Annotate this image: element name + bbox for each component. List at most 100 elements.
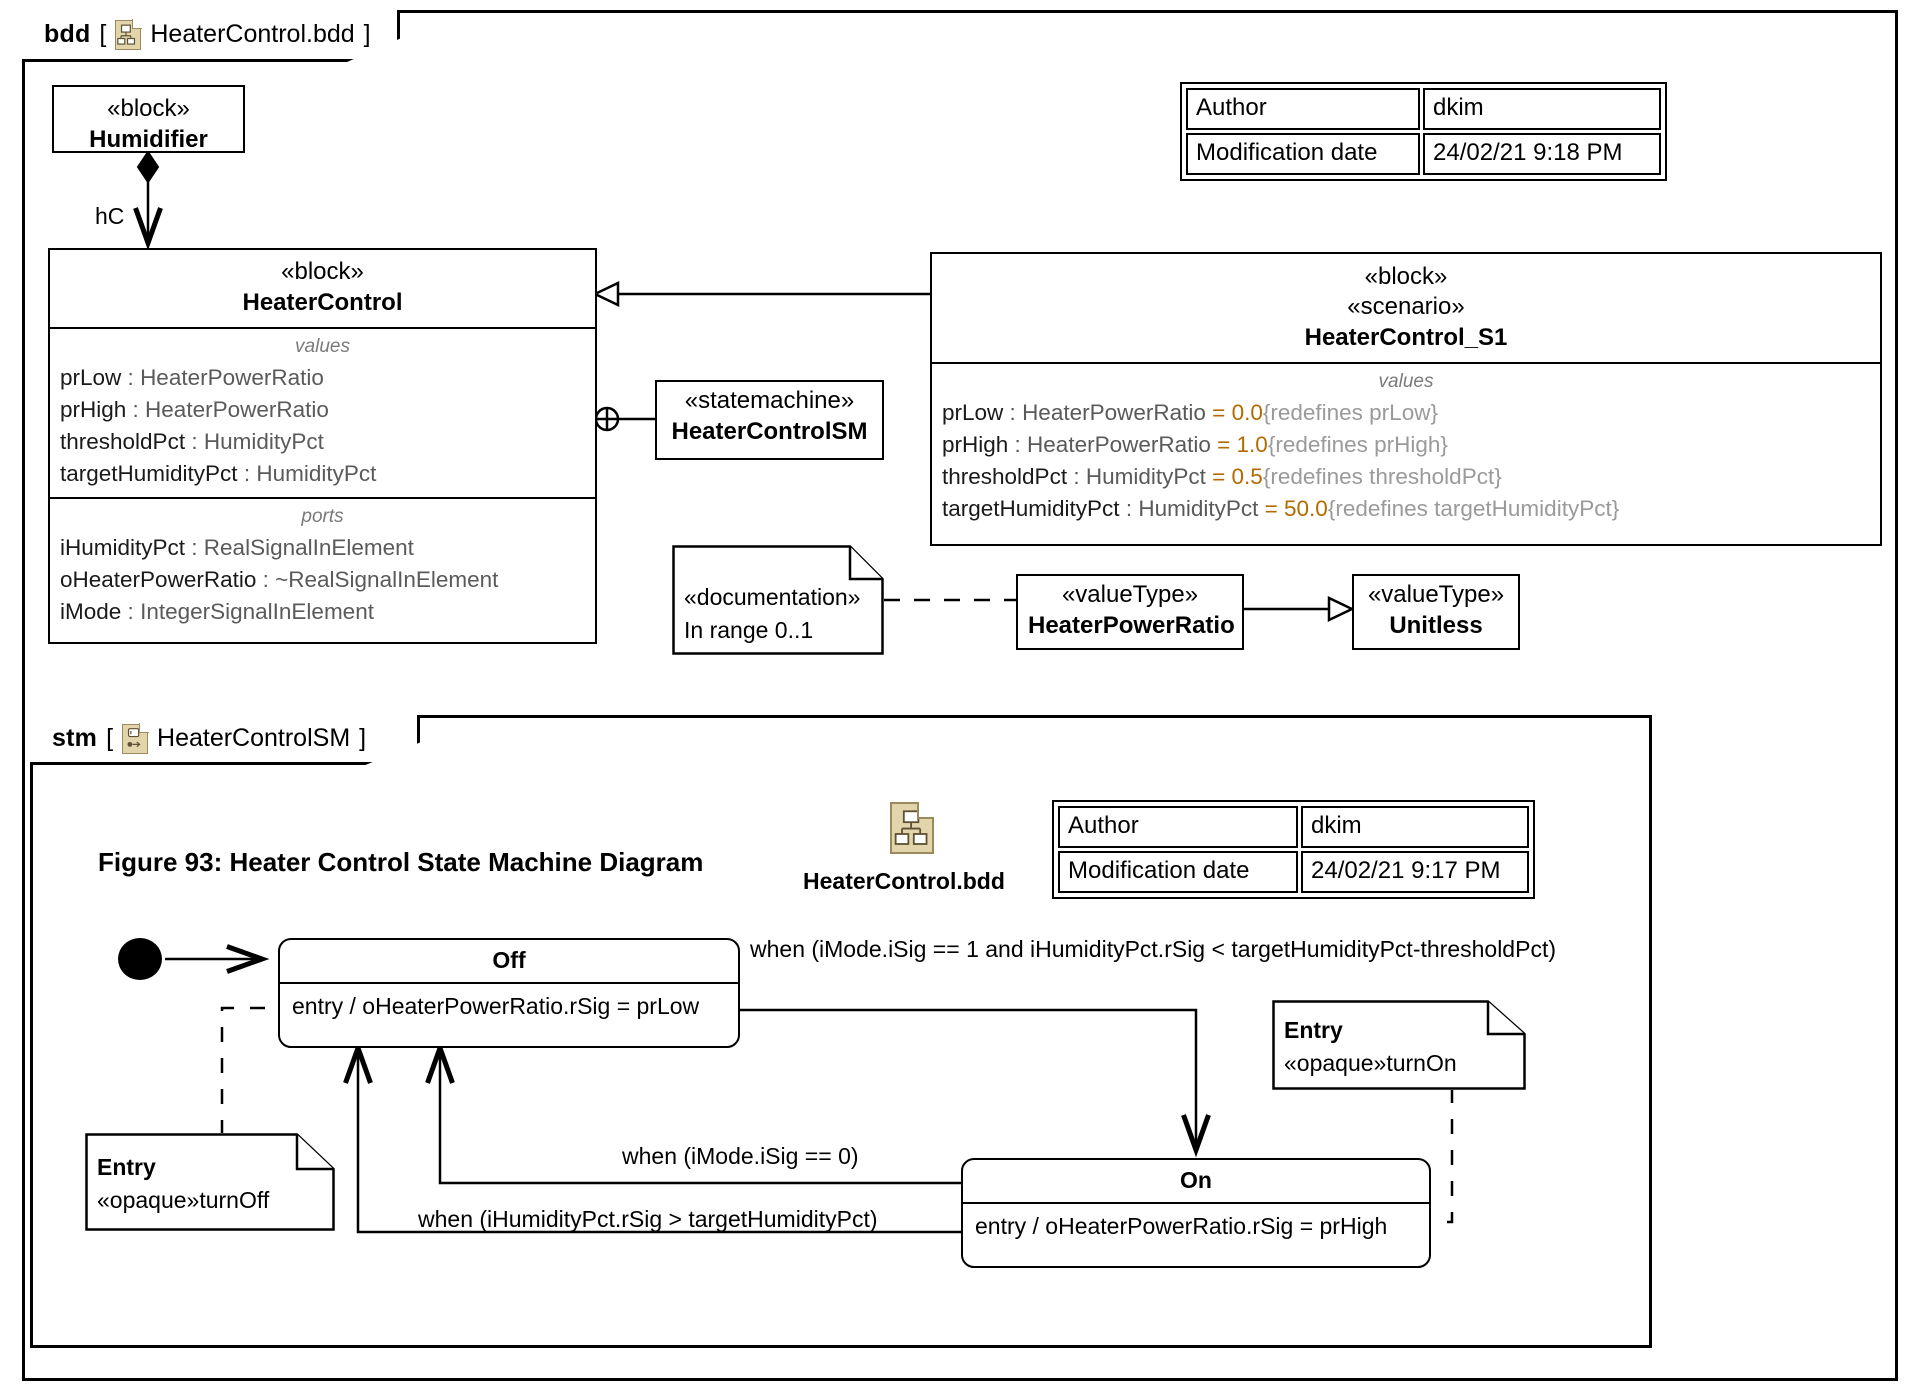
port-property[interactable]: oHeaterPowerRatio : ~RealSignalInElement bbox=[60, 564, 585, 596]
metadata-value: 24/02/21 9:17 PM bbox=[1301, 851, 1529, 893]
note-entry-turn-on[interactable]: Entry «opaque»turnOn bbox=[1272, 1000, 1526, 1090]
bdd-bracket-close: ] bbox=[363, 20, 371, 48]
initial-pseudostate[interactable] bbox=[118, 938, 162, 980]
block-header: «valueType» HeaterPowerRatio bbox=[1018, 576, 1242, 650]
note-content: In range 0..1 bbox=[684, 616, 814, 643]
block-name: HeaterControl_S1 bbox=[1304, 324, 1508, 351]
note-entry-turn-off[interactable]: Entry «opaque»turnOff bbox=[85, 1133, 335, 1231]
note-content: «opaque»turnOn bbox=[1284, 1049, 1457, 1076]
stm-frame-name: HeaterControlSM bbox=[157, 724, 351, 752]
note-title: Entry bbox=[1284, 1017, 1343, 1043]
property-equals: = bbox=[1210, 431, 1237, 457]
compartment-title: values bbox=[1378, 371, 1434, 393]
table-row: Modification date 24/02/21 9:18 PM bbox=[1186, 133, 1661, 175]
property-name: iMode bbox=[60, 598, 122, 624]
transition-guard-off-to-on: when (iMode.iSig == 1 and iHumidityPct.r… bbox=[750, 936, 1556, 962]
block-heater-control-sm[interactable]: «statemachine» HeaterControlSM bbox=[655, 380, 884, 460]
note-body: Entry «opaque»turnOff bbox=[85, 1133, 335, 1224]
transition-guard-on-to-off-humidity: when (iHumidityPct.rSig > targetHumidity… bbox=[418, 1206, 878, 1232]
block-header: «block» Humidifier bbox=[54, 87, 243, 164]
stm-frame-tab[interactable]: stm [ HeaterControlSM ] bbox=[30, 715, 420, 765]
property-redefines: {redefines targetHumidityPct} bbox=[1327, 495, 1620, 521]
property-name: thresholdPct bbox=[942, 463, 1068, 489]
property-equals: = bbox=[1205, 463, 1232, 489]
property-separator: : bbox=[1119, 495, 1139, 521]
block-header: «block» HeaterControl bbox=[50, 250, 595, 327]
block-header: «valueType» Unitless bbox=[1354, 576, 1518, 650]
property-name: prHigh bbox=[60, 396, 127, 422]
block-header: «block» «scenario» HeaterControl_S1 bbox=[932, 254, 1880, 362]
metadata-label: Author bbox=[1186, 88, 1420, 130]
metadata-value: 24/02/21 9:18 PM bbox=[1423, 133, 1661, 175]
property-type: ~RealSignalInElement bbox=[275, 566, 499, 592]
property-separator: : bbox=[121, 598, 141, 624]
block-stereotype: «statemachine» bbox=[684, 387, 855, 414]
block-humidifier[interactable]: «block» Humidifier bbox=[52, 85, 245, 153]
stm-metadata-table: Author dkim Modification date 24/02/21 9… bbox=[1052, 800, 1535, 899]
property-type: HumidityPct bbox=[1085, 463, 1206, 489]
value-property[interactable]: thresholdPct : HumidityPct = 0.5{redefin… bbox=[942, 461, 1870, 493]
bdd-diagram-icon bbox=[115, 19, 142, 50]
note-stereotype: «documentation» bbox=[684, 584, 861, 610]
table-row: Author dkim bbox=[1186, 88, 1661, 130]
state-entry-behavior: entry / oHeaterPowerRatio.rSig = prLow bbox=[280, 982, 738, 1030]
value-property[interactable]: prHigh : HeaterPowerRatio bbox=[60, 394, 585, 426]
compartment-title: values bbox=[295, 336, 350, 358]
note-documentation[interactable]: «documentation» In range 0..1 bbox=[672, 545, 884, 655]
note-body: Entry «opaque»turnOn bbox=[1272, 1000, 1526, 1087]
property-type: RealSignalInElement bbox=[203, 534, 414, 560]
value-property[interactable]: thresholdPct : HumidityPct bbox=[60, 426, 585, 458]
block-name: HeaterControl bbox=[242, 289, 403, 316]
note-body: «documentation» In range 0..1 bbox=[672, 545, 884, 654]
property-separator: : bbox=[1067, 463, 1086, 489]
block-stereotype: «valueType» bbox=[1061, 581, 1199, 608]
property-separator: : bbox=[185, 534, 204, 560]
stm-frame-kind: stm bbox=[52, 724, 98, 752]
association-label-hc: hC bbox=[95, 203, 125, 229]
block-heater-control[interactable]: «block» HeaterControl values prLow : Hea… bbox=[48, 248, 597, 644]
stm-bracket-open: [ bbox=[106, 724, 114, 752]
state-name: On bbox=[1180, 1167, 1212, 1193]
value-property[interactable]: prLow : HeaterPowerRatio = 0.0{redefines… bbox=[942, 397, 1870, 429]
property-type: HumidityPct bbox=[203, 428, 324, 454]
block-heater-power-ratio[interactable]: «valueType» HeaterPowerRatio bbox=[1016, 574, 1244, 650]
note-title: Entry bbox=[97, 1154, 156, 1180]
property-equals: = bbox=[1205, 399, 1232, 425]
bdd-metadata-table: Author dkim Modification date 24/02/21 9… bbox=[1180, 82, 1667, 181]
bdd-diagram-icon[interactable] bbox=[890, 802, 934, 854]
property-name: thresholdPct bbox=[60, 428, 186, 454]
property-type: HumidityPct bbox=[256, 460, 377, 486]
value-property[interactable]: targetHumidityPct : HumidityPct bbox=[60, 458, 585, 490]
property-type: HumidityPct bbox=[1138, 495, 1259, 521]
block-stereotype: «block» bbox=[281, 258, 364, 285]
property-name: prLow bbox=[60, 364, 122, 390]
property-separator: : bbox=[1008, 431, 1028, 457]
property-redefines: {redefines prHigh} bbox=[1267, 431, 1448, 457]
metadata-value: dkim bbox=[1301, 806, 1529, 848]
block-heater-control-s1[interactable]: «block» «scenario» HeaterControl_S1 valu… bbox=[930, 252, 1882, 546]
property-type: HeaterPowerRatio bbox=[1027, 431, 1211, 457]
property-separator: : bbox=[185, 428, 204, 454]
block-name: HeaterControlSM bbox=[671, 418, 868, 445]
state-off[interactable]: Off entry / oHeaterPowerRatio.rSig = prL… bbox=[278, 938, 740, 1048]
value-property[interactable]: prLow : HeaterPowerRatio bbox=[60, 362, 585, 394]
state-on[interactable]: On entry / oHeaterPowerRatio.rSig = prHi… bbox=[961, 1158, 1431, 1268]
bdd-frame-kind: bdd bbox=[44, 20, 91, 48]
value-property[interactable]: prHigh : HeaterPowerRatio = 1.0{redefine… bbox=[942, 429, 1870, 461]
values-compartment: values prLow : HeaterPowerRatio = 0.0{re… bbox=[932, 362, 1880, 532]
property-value: 0.5 bbox=[1231, 463, 1263, 489]
metadata-label: Modification date bbox=[1058, 851, 1298, 893]
port-property[interactable]: iMode : IntegerSignalInElement bbox=[60, 596, 585, 628]
block-name: Unitless bbox=[1389, 612, 1483, 639]
property-name: oHeaterPowerRatio bbox=[60, 566, 257, 592]
compartment-title: ports bbox=[301, 506, 344, 528]
metadata-value: dkim bbox=[1423, 88, 1661, 130]
bdd-frame-tab[interactable]: bdd [ HeaterControl.bdd ] bbox=[22, 10, 400, 62]
value-property[interactable]: targetHumidityPct : HumidityPct = 50.0{r… bbox=[942, 493, 1870, 525]
metadata-label: Author bbox=[1058, 806, 1298, 848]
property-type: HeaterPowerRatio bbox=[145, 396, 329, 422]
block-unitless[interactable]: «valueType» Unitless bbox=[1352, 574, 1520, 650]
port-property[interactable]: iHumidityPct : RealSignalInElement bbox=[60, 532, 585, 564]
block-stereotype-1: «block» bbox=[1364, 263, 1448, 290]
table-row: Author dkim bbox=[1058, 806, 1529, 848]
